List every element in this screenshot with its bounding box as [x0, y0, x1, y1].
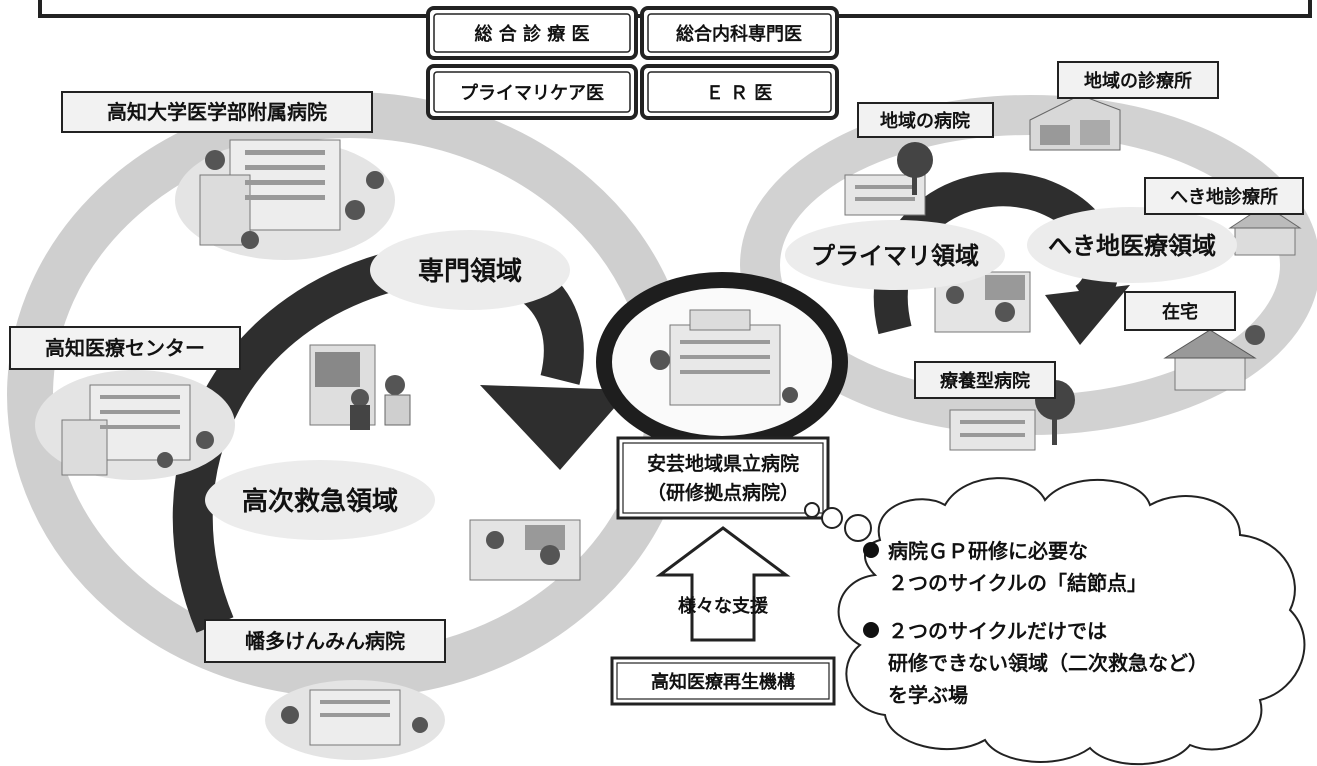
specialty-domain: 専門領域: [370, 230, 570, 310]
hub-hospital-box: 安芸地域県立病院 （研修拠点病院）: [616, 436, 830, 520]
remote-clinic-illustration: [1228, 204, 1302, 256]
specialty-box-primary-care: プライマリケア医: [426, 64, 638, 120]
hata-kenmin-building-illustration: [265, 680, 445, 760]
kochi-univ-hospital-box: 高知大学医学部附属病院: [61, 91, 373, 133]
kochi-medical-center-building-illustration: [35, 370, 235, 480]
general-practitioner-label: 総 合 診 療 医: [474, 23, 589, 45]
community-hospital-label: 地域の病院: [880, 110, 970, 132]
community-clinic-label: 地域の診療所: [1084, 70, 1192, 92]
kochi-medical-reconstruction-label: 高知医療再生機構: [651, 671, 795, 693]
recuperation-hospital-label: 療養型病院: [940, 370, 1030, 392]
er-label: Ｅ Ｒ 医: [706, 83, 773, 104]
support-arrow: 様々な支援: [655, 526, 791, 642]
specialty-arrow-head: [480, 385, 630, 470]
remote-area-domain-label: へき地医療領域: [1048, 232, 1216, 260]
remote-clinic-label: へき地診療所: [1170, 186, 1278, 208]
bullet-dot-1: [863, 542, 879, 558]
specialty-arrow: [172, 242, 584, 633]
kochi-univ-building-illustration: [175, 139, 395, 260]
community-clinic-illustration: [1029, 94, 1121, 151]
hub-hospital-role: （研修拠点病院）: [647, 481, 799, 504]
support-label: 様々な支援: [678, 595, 769, 617]
specialty-box-general-internal-medicine: 総合内科専門医: [640, 6, 839, 60]
doctor-consultation-illustration: [309, 344, 411, 430]
home-illustration: [1163, 325, 1265, 391]
cloud-bullet1-line1: 病院ＧＰ研修に必要な: [888, 539, 1088, 563]
bullet-dot-2: [863, 622, 879, 638]
primary-domain: プライマリ領域: [785, 220, 1005, 290]
advanced-emergency-domain: 高次救急領域: [205, 460, 435, 540]
general-internal-medicine-label: 総合内科専門医: [676, 23, 802, 45]
home-label: 在宅: [1162, 301, 1198, 323]
specialty-box-er: Ｅ Ｒ 医: [640, 64, 839, 120]
community-clinic-box: 地域の診療所: [1057, 61, 1219, 99]
recuperation-hospital-illustration: [949, 380, 1075, 451]
remote-area-domain: へき地医療領域: [1027, 207, 1237, 283]
specialty-domain-label: 専門領域: [418, 256, 522, 287]
community-hospital-box: 地域の病院: [857, 102, 994, 138]
cloud-bullet1-line2: ２つのサイクルの「結節点」: [888, 571, 1147, 595]
cloud-bullet2-line1: ２つのサイクルだけでは: [888, 619, 1107, 643]
kochi-univ-hospital-label: 高知大学医学部附属病院: [107, 100, 327, 124]
thought-cloud: 病院ＧＰ研修に必要な ２つのサイクルの「結節点」 ２つのサイクルだけでは 研修で…: [804, 477, 1306, 766]
remote-arrow-head: [1045, 285, 1130, 345]
primary-domain-label: プライマリ領域: [811, 242, 979, 270]
home-box: 在宅: [1124, 291, 1236, 331]
kochi-medical-center-label: 高知医療センター: [45, 336, 205, 360]
hub-hospital-building-illustration: [650, 309, 798, 406]
recuperation-hospital-box: 療養型病院: [914, 361, 1056, 399]
primary-care-label: プライマリケア医: [460, 82, 604, 104]
kochi-medical-reconstruction-box: 高知医療再生機構: [610, 656, 836, 706]
kochi-medical-center-box: 高知医療センター: [9, 326, 241, 370]
cloud-bullet2-line2: 研修できない領域（二次救急など）: [888, 651, 1208, 675]
remote-clinic-box: へき地診療所: [1144, 177, 1304, 215]
community-hospital-illustration: [844, 142, 933, 216]
hata-kenmin-hospital-label: 幡多けんみん病院: [245, 629, 405, 653]
telemedicine-illustration-left: [469, 519, 581, 581]
specialty-box-general-practitioner: 総 合 診 療 医: [426, 6, 638, 60]
cloud-bullet2-line3: を学ぶ場: [888, 683, 968, 707]
hub-hospital-name: 安芸地域県立病院: [647, 452, 799, 475]
advanced-emergency-domain-label: 高次救急領域: [242, 486, 398, 517]
hata-kenmin-hospital-box: 幡多けんみん病院: [204, 619, 446, 663]
